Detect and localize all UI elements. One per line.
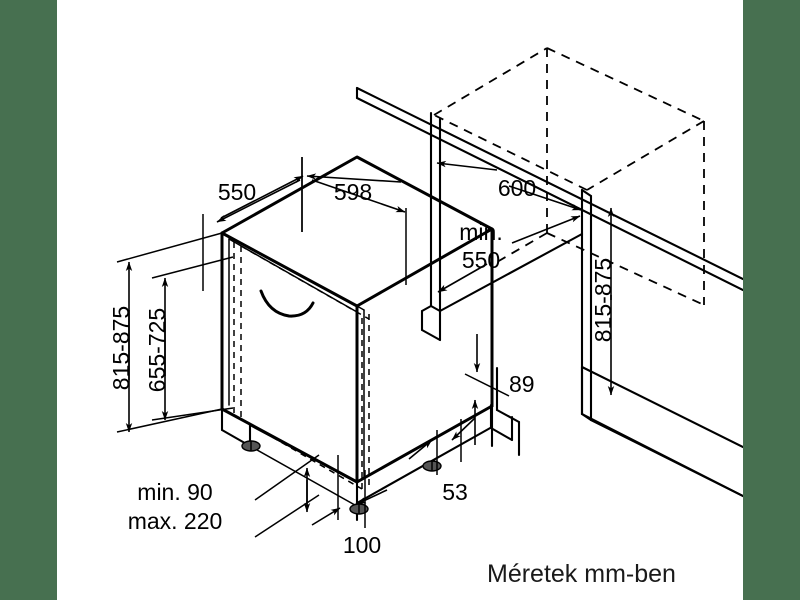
label-max-220: max. 220: [128, 508, 223, 534]
dimension-53: 53: [408, 399, 479, 505]
label-815-875-right: 815-875: [590, 258, 616, 342]
dimension-89: 89: [464, 334, 535, 397]
label-815-875-left: 815-875: [108, 306, 134, 390]
dimension-100: 100: [311, 455, 388, 558]
technical-drawing-sheet: 550 598 815-875: [57, 0, 743, 600]
dimension-600-niche-width: 600: [436, 160, 582, 211]
label-600: 600: [498, 175, 536, 201]
label-89: 89: [509, 371, 535, 397]
label-min-90: min. 90: [137, 479, 212, 505]
dimension-550-depth: 550: [202, 157, 304, 291]
label-598: 598: [334, 179, 372, 205]
dimension-min90-max220: min. 90 max. 220: [128, 454, 320, 538]
dimension-598-width: 598: [301, 157, 407, 285]
label-min-550-line2: 550: [462, 247, 500, 273]
dimension-min-550-niche-depth: min. 550: [437, 215, 581, 293]
dishwasher-installation-diagram: 550 598 815-875: [108, 47, 743, 588]
niche-floor-panel: [580, 365, 743, 498]
label-100: 100: [343, 532, 381, 558]
label-550: 550: [218, 179, 256, 205]
niche-outline-dashed: [433, 47, 705, 306]
label-min-550-line1: min.: [459, 219, 502, 245]
plinth-bracket-right: [489, 403, 514, 442]
dimension-815-875-right: 815-875: [590, 207, 616, 396]
adjustable-feet: [241, 440, 442, 515]
dimension-655-725: 655-725: [144, 256, 234, 421]
plinth-step-profile: [495, 366, 521, 457]
label-655-725: 655-725: [144, 308, 170, 392]
worktop-slab: [355, 86, 743, 292]
door-handle-recess: [259, 289, 315, 318]
dishwasher-body: [220, 155, 494, 490]
units-caption: Méretek mm-ben: [487, 560, 676, 588]
dimension-815-875-left: 815-875: [108, 232, 223, 433]
cabinet-divider-panel: [420, 111, 442, 342]
label-53: 53: [442, 479, 468, 505]
